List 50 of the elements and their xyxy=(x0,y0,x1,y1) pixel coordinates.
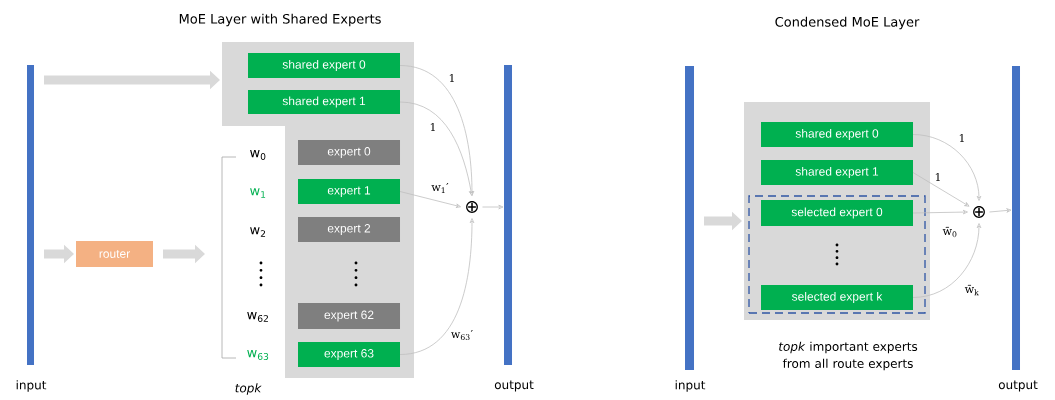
edge-label: w̄$_{0}$ xyxy=(942,226,957,238)
weight-label: w$_{1}$ xyxy=(250,188,266,198)
arrow xyxy=(912,134,982,201)
arrow xyxy=(482,204,504,210)
node-label: topk important experts from all route experts xyxy=(779,341,918,371)
expert-box: shared expert 0 xyxy=(761,122,913,147)
arrow xyxy=(399,65,475,196)
expert-box: selected expert k xyxy=(761,285,913,310)
arrow xyxy=(912,172,970,207)
expert-box: shared expert 0 xyxy=(248,53,400,78)
node-label: output xyxy=(998,380,1038,392)
dashed-box xyxy=(748,195,926,314)
bar xyxy=(685,66,694,370)
edge-label: 1 xyxy=(430,122,435,132)
arrow xyxy=(989,208,1012,213)
arrow xyxy=(399,191,461,208)
expert-box: expert 1 xyxy=(298,179,400,204)
expert-box: shared expert 1 xyxy=(248,90,400,114)
bar xyxy=(1012,66,1020,370)
node-label: input xyxy=(16,380,47,392)
expert-box: expert 2 xyxy=(298,217,400,242)
arrow xyxy=(399,101,474,196)
expert-box: expert 63 xyxy=(298,342,400,367)
weight-label: w$_{2}$ xyxy=(250,227,266,237)
edge-label: 1 xyxy=(449,73,454,83)
arrow xyxy=(912,223,982,298)
sum-symbol: ⊕ xyxy=(466,201,478,213)
bar xyxy=(27,65,34,365)
arrow xyxy=(399,218,475,355)
weight-label: w$_{62}$ xyxy=(247,312,268,322)
weight-label: w$_{0}$ xyxy=(250,150,266,160)
expert-box: expert 0 xyxy=(298,140,400,165)
bar xyxy=(504,65,512,365)
edge-label: 1 xyxy=(935,172,940,182)
router-box: router xyxy=(76,241,153,267)
node-label: output xyxy=(494,380,534,392)
node-label: input xyxy=(675,380,706,392)
weight-label: w$_{63}$ xyxy=(247,350,269,360)
title: Condensed MoE Layer xyxy=(775,16,920,30)
expert-box: selected expert 0 xyxy=(761,200,913,226)
edge-label: w$_{63}$′ xyxy=(451,329,473,341)
edge-label: w̄$_{k}$ xyxy=(964,284,979,296)
expert-box: expert 62 xyxy=(298,303,400,329)
label: topk xyxy=(235,383,262,395)
title: MoE Layer with Shared Experts xyxy=(179,13,381,27)
sum-symbol: ⊕ xyxy=(973,206,985,218)
edge-label: w$_{1}$′ xyxy=(431,183,449,193)
edge-label: 1 xyxy=(959,133,964,143)
expert-box: shared expert 1 xyxy=(761,160,913,185)
arrow xyxy=(912,209,968,215)
